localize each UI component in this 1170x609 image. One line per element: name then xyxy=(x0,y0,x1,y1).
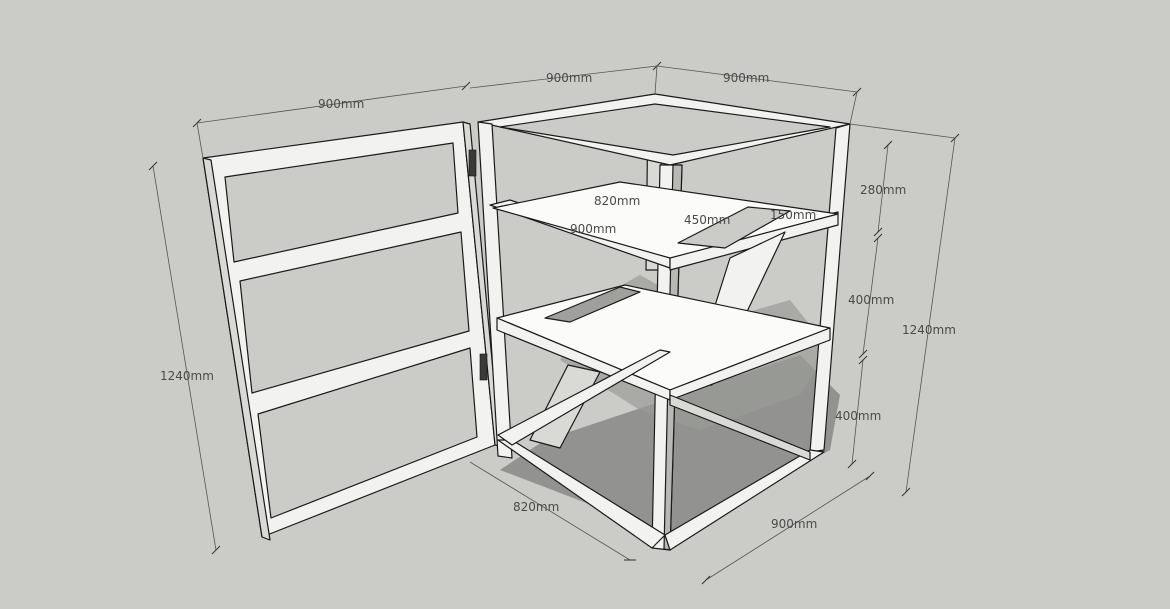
dim-base-left-depth: 820mm xyxy=(513,500,559,514)
dim-top-left-width: 900mm xyxy=(546,71,592,85)
dim-top-right-width: 900mm xyxy=(723,71,769,85)
dim-door-height: 1240mm xyxy=(160,369,214,383)
dim-top-gap: 280mm xyxy=(860,183,906,197)
dim-door-width: 900mm xyxy=(318,97,364,111)
dim-bottom-gap: 400mm xyxy=(835,409,881,423)
dim-total-height: 1240mm xyxy=(902,323,956,337)
door-frame[interactable] xyxy=(202,121,501,541)
dim-cutout-width: 450mm xyxy=(684,213,730,227)
hinge-bottom xyxy=(479,353,488,381)
dimension-lines xyxy=(148,61,960,585)
dim-cutout-depth: 150mm xyxy=(770,208,816,222)
dim-shelf-depth: 820mm xyxy=(594,194,640,208)
dim-base-right-width: 900mm xyxy=(771,517,817,531)
dim-shelf-width: 900mm xyxy=(570,222,616,236)
cabinet-frame[interactable] xyxy=(477,93,851,551)
hinge-top xyxy=(468,149,477,177)
dim-middle-gap: 400mm xyxy=(848,293,894,307)
dimension-labels: 900mm 900mm 900mm 1240mm 1240mm 280mm 40… xyxy=(160,71,956,531)
